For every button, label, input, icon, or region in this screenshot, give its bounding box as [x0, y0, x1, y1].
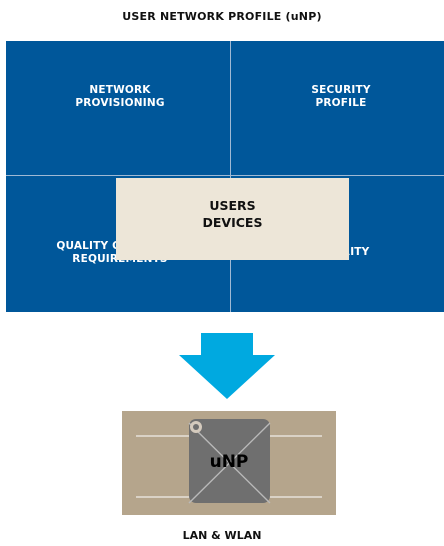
users-devices-box: USERS DEVICES	[116, 178, 349, 260]
quadrant-label-line: PROFILE	[315, 97, 367, 109]
quadrant-label-line: PROVISIONING	[75, 97, 165, 109]
quadrant-security-profile: SECURITY PROFILE	[251, 84, 431, 110]
user-network-profile-grid: NETWORK PROVISIONING SECURITY PROFILE QU…	[6, 41, 444, 312]
users-devices-label: USERS DEVICES	[116, 197, 349, 231]
switch-graphic	[136, 419, 322, 504]
diagram-title: USER NETWORK PROFILE (uNP)	[122, 10, 322, 23]
unp-label: uNP	[209, 452, 249, 472]
quadrant-network-provisioning: NETWORK PROVISIONING	[30, 84, 210, 110]
quadrant-label-line: NETWORK	[89, 84, 151, 96]
quadrant-label-line: SECURITY	[311, 84, 371, 96]
lan-wlan-label: LAN & WLAN	[182, 529, 262, 542]
grid-horizontal-divider	[6, 175, 444, 176]
center-label-line: DEVICES	[202, 215, 263, 230]
center-label-line: USERS	[209, 198, 256, 213]
down-arrow-icon	[179, 333, 275, 399]
network-switch-icon: uNP	[122, 411, 336, 515]
grid-vertical-divider	[230, 41, 231, 312]
